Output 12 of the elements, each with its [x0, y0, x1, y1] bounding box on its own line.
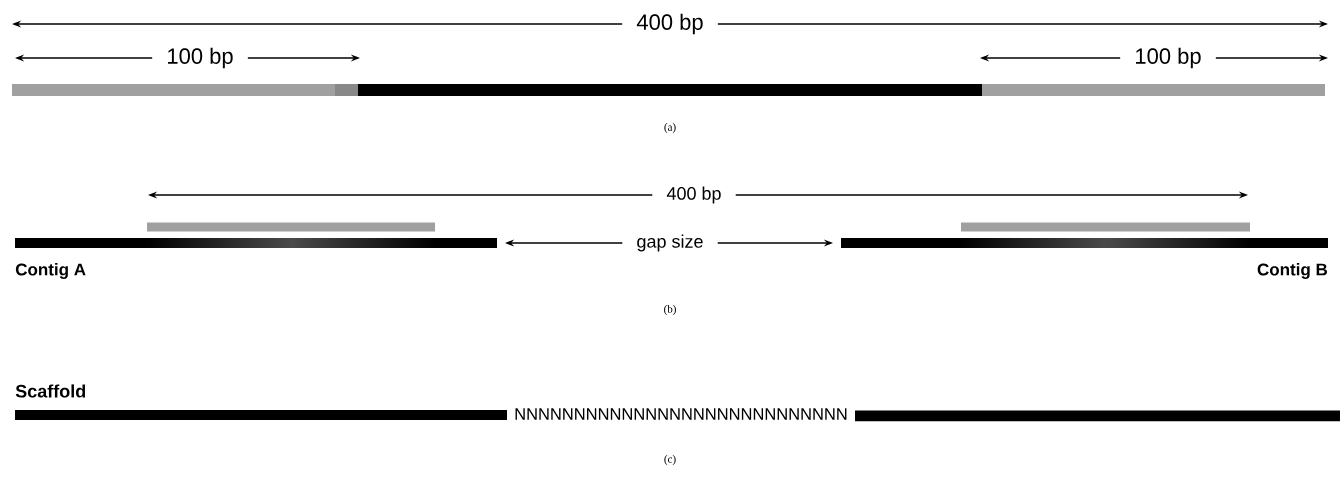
dimension-label: 100 bp — [1136, 47, 1201, 69]
panel-label: (a) — [664, 123, 676, 133]
dimension-label: 400 bp — [666, 186, 721, 204]
dimension-label: 400 bp — [636, 13, 703, 35]
text-label: Scaffold — [15, 384, 86, 398]
text-label: Contig B — [1257, 263, 1328, 279]
panel-label: (c) — [664, 455, 676, 465]
dimension-label: 100 bp — [168, 47, 233, 69]
dimension-label: gap size — [637, 234, 703, 252]
text-label: NNNNNNNNNNNNNNNNNNNNNNNNNNNN — [515, 408, 847, 420]
panel-label: (b) — [664, 305, 676, 315]
text-label: Contig A — [15, 263, 86, 279]
